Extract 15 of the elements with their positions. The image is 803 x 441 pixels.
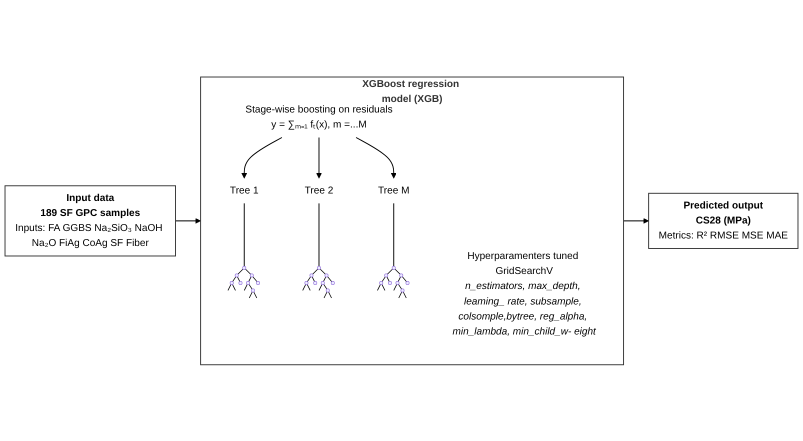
node-text: Hyperparamenters tuned GridSearchV n_estimators, max_depth, leaming_ rate, subsample, colsomple,bytree, reg_alpha, min_lambda, min_child_w- eight: [452, 250, 596, 336]
node-box: Predicted output CS28 (MPa) Metrics: R² RMSE MSE MAE: [648, 192, 798, 249]
arrow: [175, 218, 201, 224]
connector: [244, 202, 245, 267]
node-text: Tree 2: [304, 184, 334, 196]
node-box: Input data 189 SF GPC samples Inputs: FA GGBS Na₂SiO₃ NaOH Na₂O FiAg CoAg SF Fiber: [4, 184, 176, 256]
arrow: [242, 136, 282, 178]
arrow: [356, 136, 396, 178]
arrow: [316, 136, 322, 178]
connector: [318, 202, 320, 267]
node-text: Stage-wise boosting on residuals y = ∑ₘ₌₁ fₜ(x), m =...M: [245, 104, 393, 130]
node-text: Tree M: [378, 184, 410, 196]
connector: [393, 202, 394, 267]
node-text: Tree 1: [230, 184, 259, 196]
arrow: [623, 218, 649, 224]
